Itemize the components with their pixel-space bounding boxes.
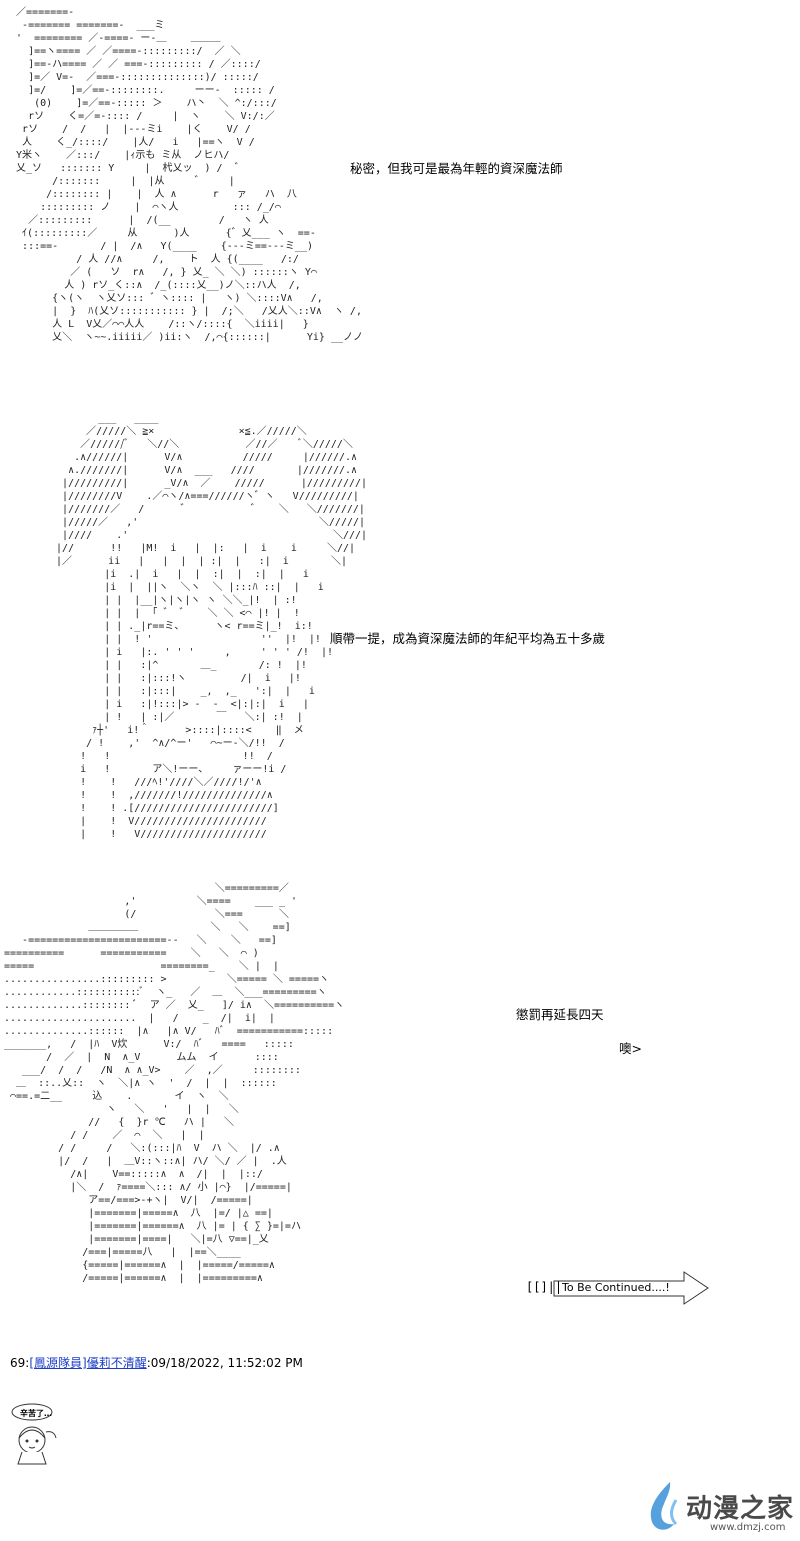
watermark: 动漫之家 www.dmzj.com bbox=[640, 1480, 800, 1537]
dialogue-line-1: 秘密，但我可是最為年輕的資深魔法師 bbox=[350, 161, 563, 176]
post-user-name[interactable]: 優莉不清醒 bbox=[86, 1356, 147, 1370]
watermark-url: www.dmzj.com bbox=[710, 1522, 786, 1533]
post-header: 69:[鳳源隊員]優莉不清醒:09/18/2022, 11:52:02 PM bbox=[10, 1354, 303, 1371]
dialogue-line-4: 噢> bbox=[619, 1041, 642, 1056]
dialogue-line-3: 懲罰再延長四天 bbox=[516, 1007, 604, 1022]
post-timestamp: :09/18/2022, 11:52:02 PM bbox=[146, 1356, 303, 1370]
sticker-text: 辛苦了… bbox=[20, 1409, 52, 1418]
arrow-outline-icon bbox=[553, 1271, 709, 1305]
sticker-image: 辛苦了… bbox=[8, 1402, 64, 1466]
ascii-art-panel-3: ＼=========／ ,' ＼==== ___ _ ' (/ ＼=== ＼ ＿… bbox=[4, 883, 345, 1284]
tbc-text: To Be Continued....! bbox=[562, 1281, 670, 1294]
watermark-logo-icon bbox=[650, 1482, 678, 1530]
ascii-art-panel-1: ／=======- -======= =======- ___ミ ' =====… bbox=[16, 7, 363, 343]
post-separator: : bbox=[25, 1356, 30, 1370]
tbc-bracket: [[]|| bbox=[526, 1280, 563, 1294]
dialogue-line-2: 順帶一提，成為資深魔法師的年紀平均為五十多歲 bbox=[330, 631, 606, 646]
watermark-text: 动漫之家 bbox=[686, 1494, 795, 1524]
to-be-continued-arrow: [[]|| To Be Continued....! bbox=[524, 1266, 720, 1310]
post-number: 69 bbox=[10, 1356, 26, 1370]
ascii-art-panel-2: ___ ____ ／/////＼ ≧× ×≦.／/////＼ ／//////ﾞ … bbox=[56, 413, 368, 840]
chibi-character-icon bbox=[11, 1403, 57, 1465]
post-user-link[interactable]: [鳳源隊員] bbox=[29, 1356, 87, 1370]
